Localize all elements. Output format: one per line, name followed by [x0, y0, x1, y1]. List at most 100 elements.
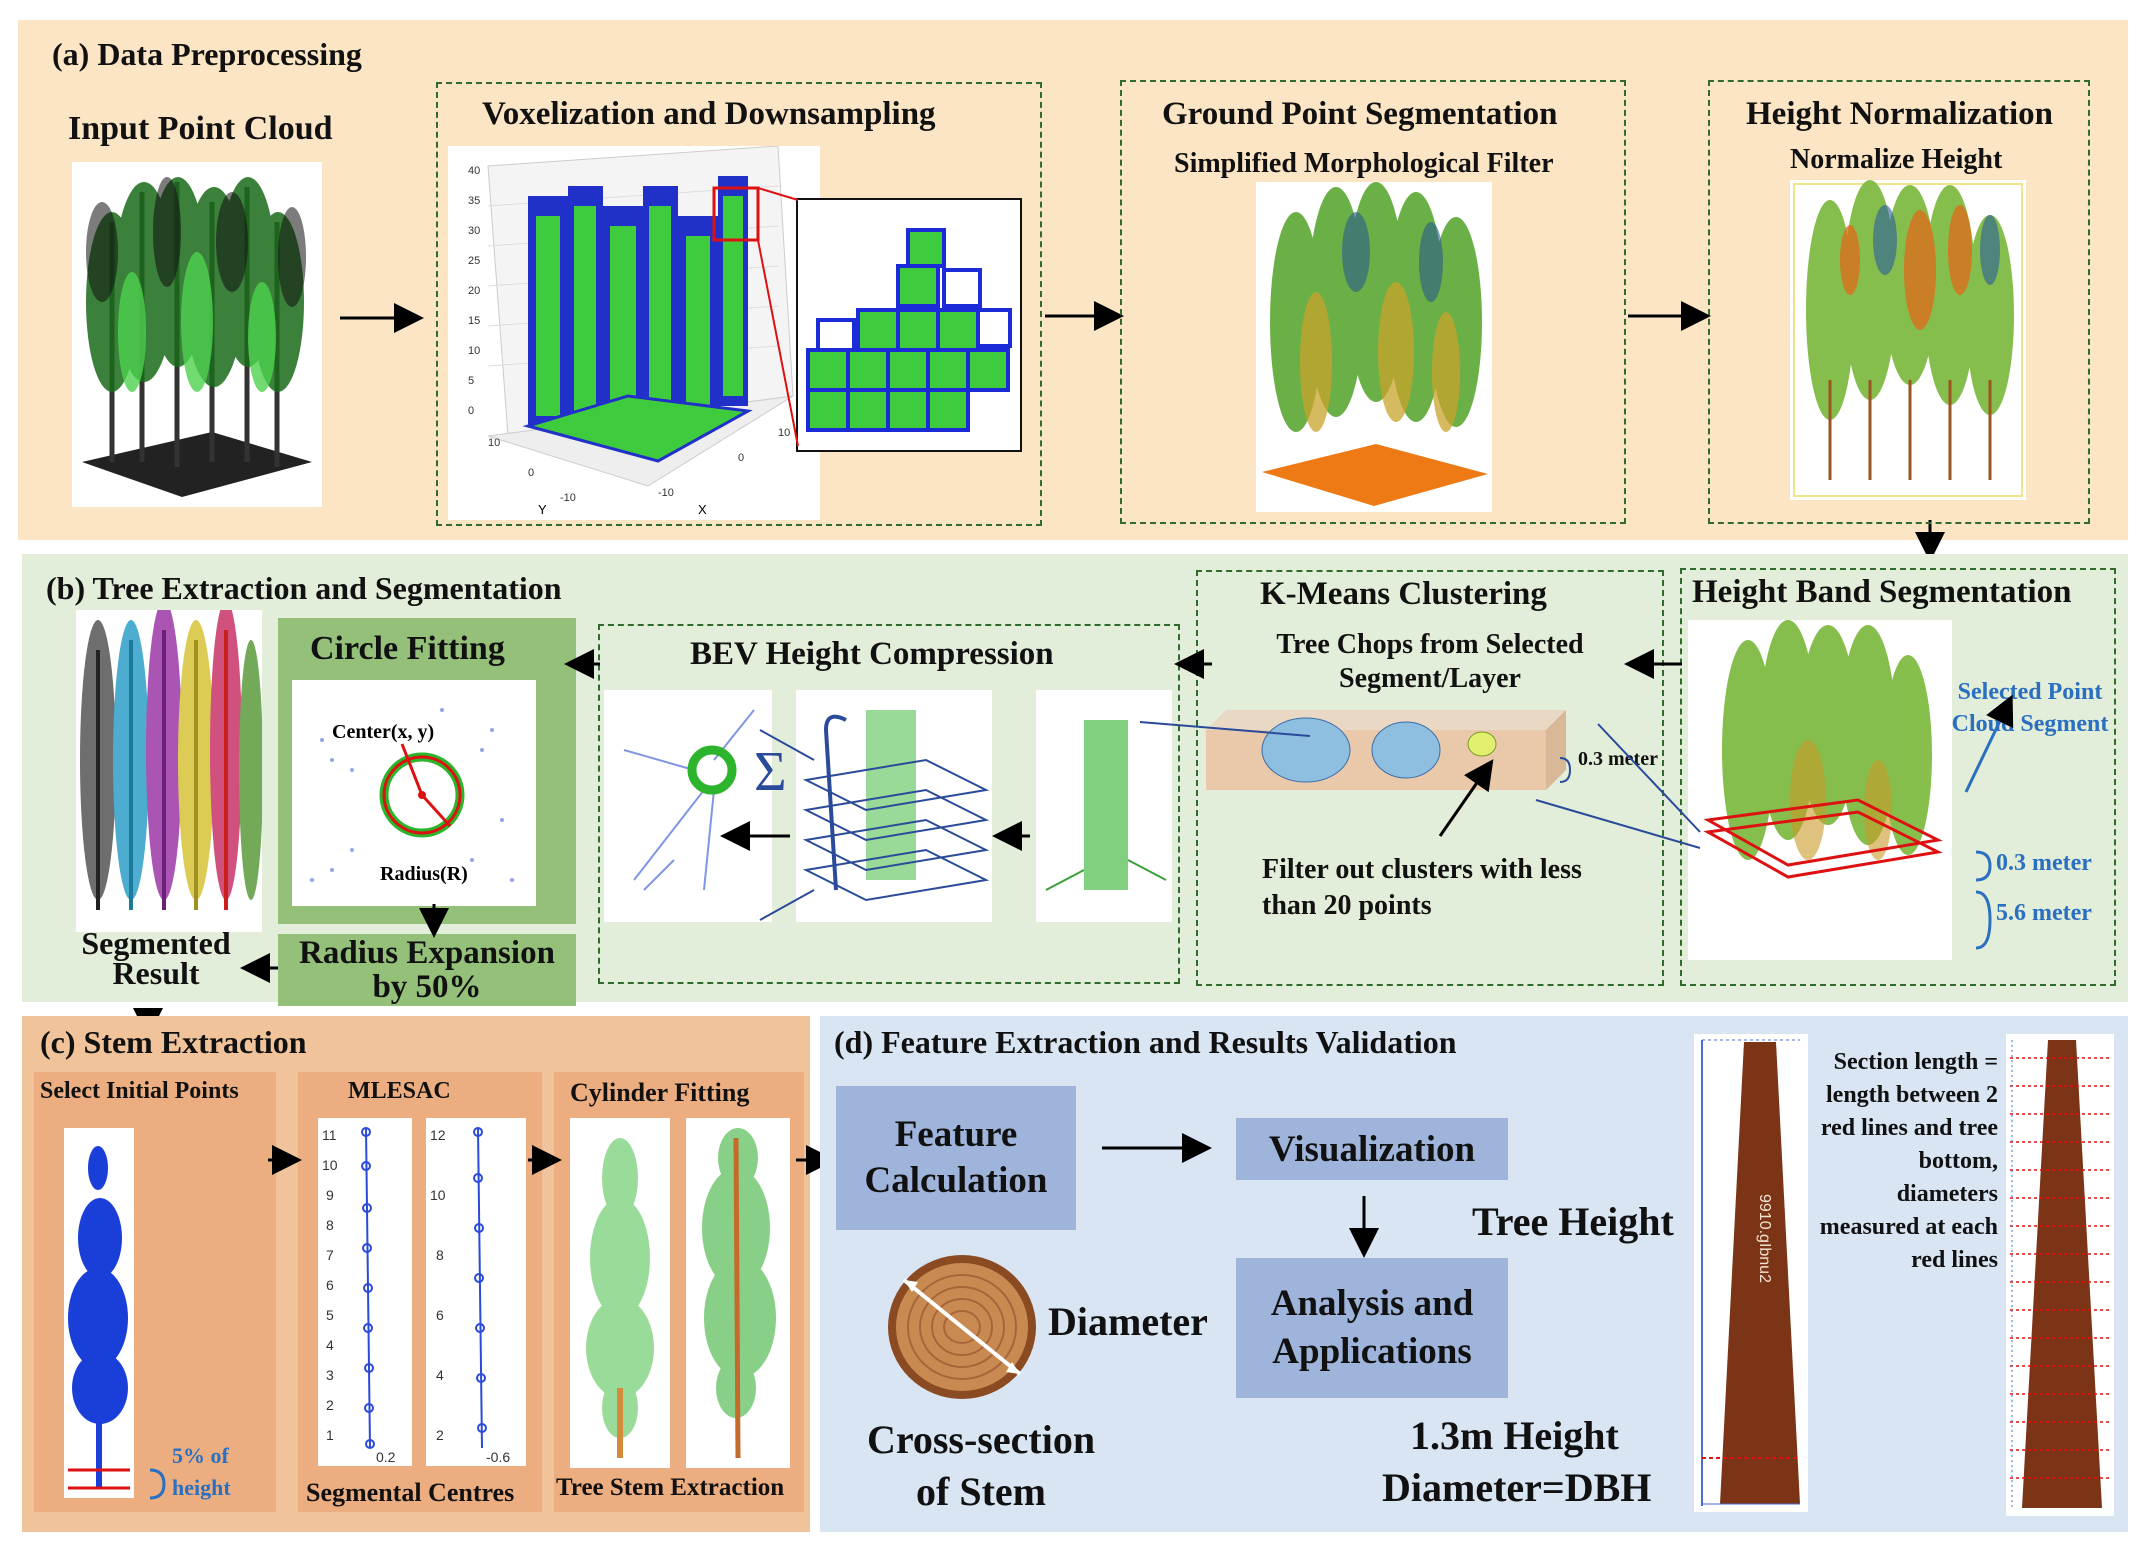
mlesac-a-bottom: 0.2 [376, 1449, 396, 1465]
filter-clusters-text: Filter out clusters with less than 20 po… [1262, 854, 1582, 921]
voxel-z-tick: 40 [468, 165, 480, 177]
slab-thickness-label: 0.3 meter [1578, 748, 1658, 770]
five-percent-text: 5% of height [172, 1443, 231, 1500]
segmented-result-label: Segmented Result [66, 925, 246, 991]
voxel-y-tick: -10 [560, 492, 576, 504]
input-point-cloud-label: Input Point Cloud [68, 110, 333, 147]
radius-expansion-panel [278, 934, 576, 1006]
mlesac-b-tick: 6 [436, 1307, 444, 1323]
voxel-z-tick: 30 [468, 225, 480, 237]
segmented-result-image [76, 610, 262, 932]
circle-fitting-image: Center(x, y) Radius(R) [292, 680, 536, 906]
section-d-title: (d) Feature Extraction and Results Valid… [834, 1024, 1457, 1060]
mlesac-b-tick: 12 [430, 1127, 446, 1143]
mlesac-a-tick: 9 [326, 1187, 334, 1203]
voxel-z-tick: 25 [468, 255, 480, 267]
height-normalization-image [1790, 180, 2026, 500]
tree-height-label: Tree Height [1472, 1199, 1674, 1244]
height-band-title: Height Band Segmentation [1692, 574, 2072, 610]
voxel-y-tick: 10 [488, 437, 500, 449]
height-normalization-subtitle: Normalize Height [1790, 144, 2003, 175]
analysis-applications-text: Analysis and Applications [1270, 1283, 1474, 1372]
selected-segment-text: Selected Point Cloud Segment [1951, 679, 2109, 737]
circle-fitting-title: Circle Fitting [310, 630, 505, 667]
cylinder-fitting-title: Cylinder Fitting [570, 1078, 750, 1107]
kmeans-title: K-Means Clustering [1260, 576, 1547, 612]
section-c-title: (c) Stem Extraction [40, 1024, 307, 1060]
filter-clusters-label: Filter out clusters with less than 20 po… [1262, 852, 1602, 924]
voxel-x-tick: 10 [778, 427, 790, 439]
segmented-result-text: Segmented Result [81, 925, 231, 991]
mlesac-plot-a: 11 10 9 8 7 6 5 4 3 2 1 0.2 [318, 1118, 412, 1466]
section-length-text: Section length = length between 2 red li… [1819, 1049, 1998, 1273]
ground-segmentation-panel [1120, 80, 1626, 524]
band-03-label: 0.3 meter [1996, 850, 2092, 876]
input-point-cloud-image [72, 162, 322, 507]
tree-stem-extraction-label: Tree Stem Extraction [556, 1474, 785, 1501]
trunk-height-figure: 9910.gIbnu2 [1694, 1034, 1808, 1512]
dbh-label-line1: 1.3m Height [1410, 1413, 1619, 1458]
diameter-label: Diameter [1048, 1299, 1208, 1344]
tree-chops-text: Tree Chops from Selected Segment/Layer [1276, 629, 1584, 694]
mlesac-b-tick: 4 [436, 1367, 444, 1383]
mlesac-a-tick: 2 [326, 1397, 334, 1413]
voxel-z-tick: 15 [468, 315, 480, 327]
voxelization-panel [436, 82, 1042, 526]
section-b-title: (b) Tree Extraction and Segmentation [46, 570, 562, 606]
feature-calculation-text: Feature Calculation [864, 1114, 1048, 1201]
mlesac-a-tick: 4 [326, 1337, 334, 1353]
mlesac-plot-b: 12 10 8 6 4 2 -0.6 [426, 1118, 526, 1466]
ground-segmentation-image [1256, 182, 1492, 512]
mlesac-title: MLESAC [348, 1078, 451, 1104]
voxelization-title: Voxelization and Downsampling [482, 96, 936, 132]
voxel-z-tick: 0 [468, 405, 474, 417]
mlesac-a-tick: 11 [322, 1127, 337, 1143]
voxel-zoom-inset [796, 198, 1022, 452]
mlesac-b-tick: 8 [436, 1247, 444, 1263]
voxel-y-tick: 0 [528, 467, 534, 479]
height-normalization-panel [1708, 80, 2090, 524]
initial-points-image [64, 1128, 134, 1498]
mlesac-a-tick: 8 [326, 1217, 334, 1233]
section-a-panel [18, 20, 2128, 540]
bev-projection-image [604, 690, 772, 922]
feature-calculation-box: Feature Calculation [836, 1086, 1076, 1230]
circle-radius-label: Radius(R) [380, 863, 468, 885]
radius-expansion-label: Radius Expansion by 50% [278, 936, 576, 1004]
bev-panel [598, 624, 1180, 984]
voxel-axis-y-label: Y [538, 502, 547, 517]
band-56-label: 5.6 meter [1996, 900, 2092, 926]
voxel-z-tick: 20 [468, 285, 480, 297]
voxel-z-tick: 35 [468, 195, 480, 207]
ground-segmentation-subtitle: Simplified Morphological Filter [1174, 148, 1554, 179]
voxel-plot: X Y 40 35 30 25 20 15 10 5 0 -10 0 10 10… [448, 146, 820, 520]
trunk-sections-figure [2006, 1034, 2114, 1516]
five-percent-label: 5% of height [172, 1440, 262, 1504]
visualization-text: Visualization [1268, 1128, 1476, 1170]
mlesac-b-bottom: -0.6 [486, 1449, 510, 1465]
cross-section-label: Cross-section of Stem [846, 1414, 1116, 1518]
sigma-symbol: Σ [754, 741, 787, 803]
segmental-centres-label: Segmental Centres [306, 1478, 515, 1507]
bev-slices-image [796, 690, 992, 922]
mlesac-a-tick: 10 [322, 1157, 338, 1173]
trunk-text: 9910.gIbnu2 [1756, 1194, 1773, 1283]
height-normalization-title: Height Normalization [1746, 96, 2054, 132]
voxel-x-tick: -10 [658, 487, 674, 499]
mlesac-a-tick: 6 [326, 1277, 334, 1293]
voxel-z-tick: 5 [468, 375, 474, 387]
visualization-box: Visualization [1236, 1118, 1508, 1180]
voxel-z-tick: 10 [468, 345, 480, 357]
bev-stem-chop-image [1036, 690, 1172, 922]
mlesac-a-tick: 3 [326, 1367, 334, 1383]
mlesac-a-tick: 1 [326, 1427, 334, 1443]
analysis-applications-box: Analysis and Applications [1236, 1258, 1508, 1398]
voxel-axis-x-label: X [698, 502, 707, 517]
circle-center-label: Center(x, y) [332, 721, 434, 743]
kmeans-slab-image [1206, 700, 1570, 800]
section-a-title: (a) Data Preprocessing [52, 36, 362, 72]
mlesac-b-tick: 2 [436, 1427, 444, 1443]
mlesac-a-tick: 7 [326, 1247, 334, 1263]
tree-chops-label: Tree Chops from Selected Segment/Layer [1250, 628, 1610, 696]
section-length-note: Section length = length between 2 red li… [1814, 1046, 1998, 1277]
